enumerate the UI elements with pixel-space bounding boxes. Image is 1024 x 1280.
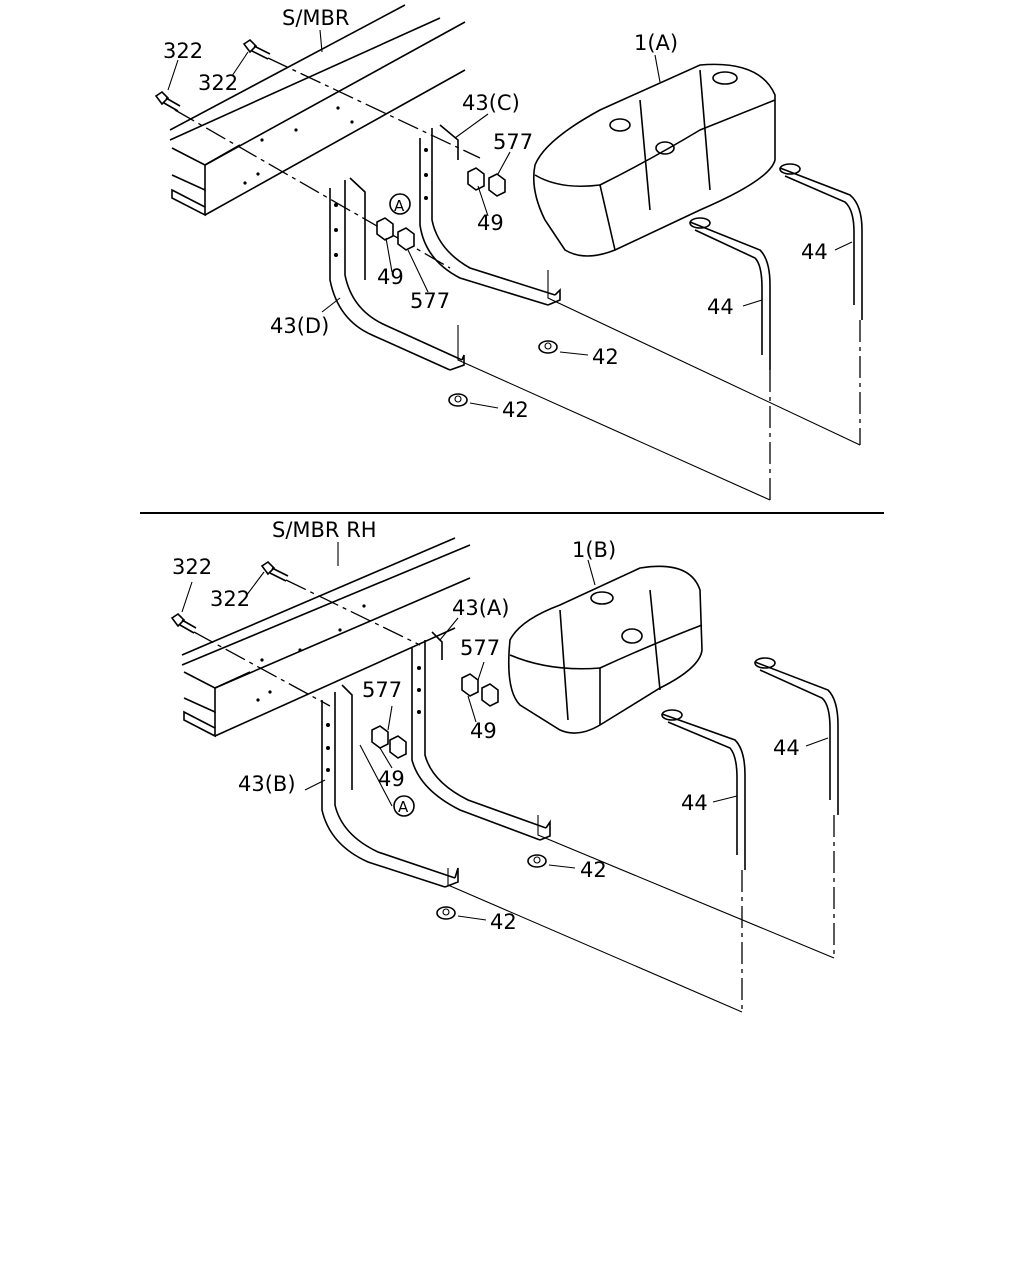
top-nut-577-front-label: 577 (493, 130, 533, 154)
top-nut-42-front (538, 340, 558, 354)
bottom-strap-44-front (661, 709, 746, 870)
bottom-nut-577-front-label: 577 (460, 636, 500, 660)
top-nut-49-front-label: 49 (477, 211, 504, 235)
bottom-bracket-front-label: 43(A) (452, 596, 509, 620)
bottom-bolt-label-b: 322 (210, 587, 250, 611)
top-strap-44-rear (779, 163, 863, 320)
top-bracket-front-label: 43(C) (462, 91, 520, 115)
top-frame-label: S/MBR (282, 6, 350, 30)
top-circle-marker (389, 193, 411, 215)
bottom-bracket-43b (321, 684, 459, 888)
bottom-nut-49-front-label: 49 (470, 719, 497, 743)
bottom-nut-49-rear-label: 49 (378, 767, 405, 791)
bottom-frame-label: S/MBR RH (272, 518, 377, 542)
bottom-assembly: S/MBR RH 1(B) 322 322 43(A) 577 49 577 4… (170, 518, 839, 1013)
top-nut-577-front (488, 173, 506, 197)
bottom-nut-42-rear (436, 906, 456, 920)
top-nut-49-rear-label: 49 (377, 265, 404, 289)
top-nut-49-front (467, 167, 485, 191)
top-bolt-label-b: 322 (198, 71, 238, 95)
top-fuel-tank (532, 63, 776, 257)
top-bolt-322-a (154, 90, 181, 112)
bottom-circle-marker-label: A (398, 798, 409, 816)
top-tank-label: 1(A) (634, 31, 678, 55)
top-strap-front-label: 44 (707, 295, 734, 319)
top-bolt-label-a: 322 (163, 39, 203, 63)
top-bracket-rear-label: 43(D) (270, 314, 329, 338)
bottom-fuel-tank (507, 565, 703, 734)
top-bracket-43d (329, 177, 465, 371)
top-strap-44-front (689, 217, 771, 370)
bottom-bracket-rear-label: 43(B) (238, 772, 296, 796)
top-circle-marker-label: A (394, 197, 405, 215)
bottom-nut-42-front (527, 854, 547, 868)
top-strap-rear-label: 44 (801, 240, 828, 264)
bottom-strap-rear-label: 44 (773, 736, 800, 760)
bottom-nut-577-front (481, 683, 499, 707)
top-bolt-322-b (242, 38, 271, 60)
top-bracket-43c (419, 124, 561, 306)
bottom-bracket-43a (411, 631, 551, 841)
bottom-bolt-322-b (260, 560, 289, 582)
top-nut-42-rear-label: 42 (502, 398, 529, 422)
bottom-nut-42-front-label: 42 (580, 858, 607, 882)
bottom-nut-42-rear-label: 42 (490, 910, 517, 934)
bottom-nut-577-rear (389, 735, 407, 759)
top-nut-49-rear (376, 217, 394, 241)
bottom-strap-front-label: 44 (681, 791, 708, 815)
top-nut-577-rear (397, 227, 415, 251)
bottom-frame-side-member (181, 537, 471, 738)
bottom-bolt-322-a (170, 612, 197, 634)
top-nut-42-front-label: 42 (592, 345, 619, 369)
top-nut-42-rear (448, 393, 468, 407)
bottom-strap-44-rear (754, 657, 839, 815)
bottom-nut-49-front (461, 673, 479, 697)
bottom-nut-49-rear (371, 725, 389, 749)
bottom-nut-577-rear-label: 577 (362, 678, 402, 702)
bottom-tank-label: 1(B) (572, 538, 616, 562)
top-nut-577-rear-label: 577 (410, 289, 450, 313)
bottom-circle-marker (393, 795, 415, 817)
top-assembly: S/MBR 1(A) 322 322 43(C) 577 49 A 49 577… (154, 4, 863, 501)
bottom-bolt-label-a: 322 (172, 555, 212, 579)
